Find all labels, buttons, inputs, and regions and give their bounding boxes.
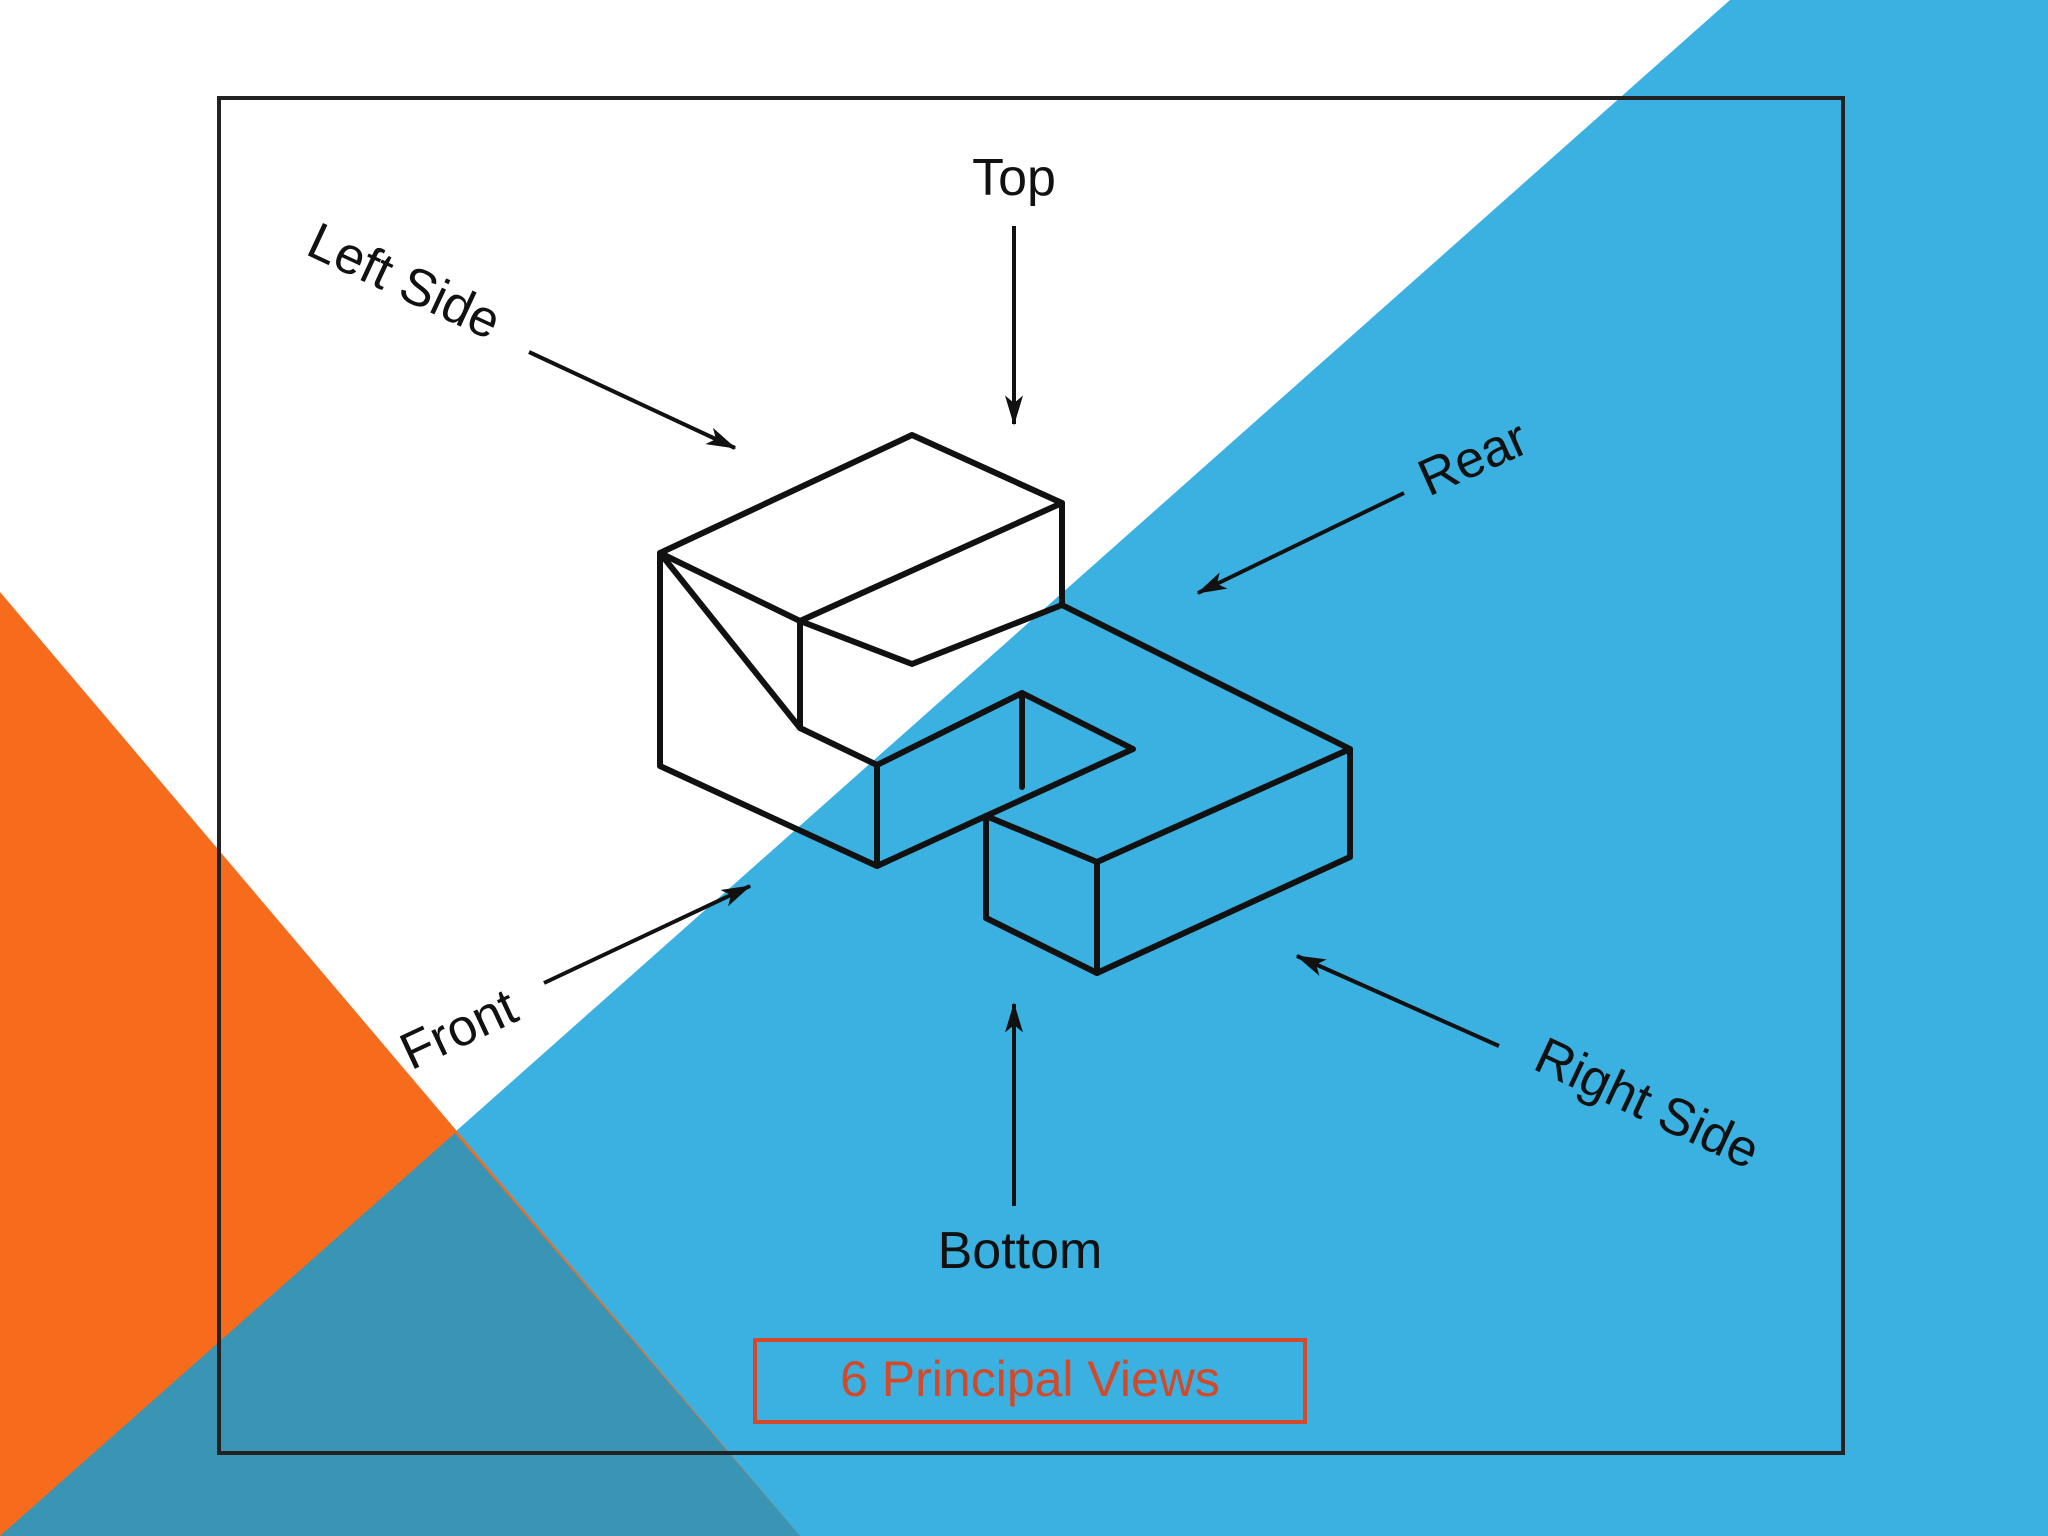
label-top: Top [972, 149, 1056, 207]
overlap-triangle-decoration [0, 1133, 800, 1536]
view-arrows [528, 226, 1500, 1206]
arrow-rear [1196, 491, 1405, 595]
arrow-right-side [1295, 954, 1500, 1048]
label-bottom: Bottom [938, 1222, 1103, 1280]
arrow-left-side [528, 350, 737, 450]
diagram-frame [217, 96, 1845, 1455]
orange-triangle-decoration [0, 592, 800, 1536]
caption-box [753, 1338, 1307, 1424]
isometric-object [657, 432, 1353, 976]
arrow-front [543, 884, 752, 985]
caption-text: 6 Principal Views [840, 1351, 1220, 1407]
